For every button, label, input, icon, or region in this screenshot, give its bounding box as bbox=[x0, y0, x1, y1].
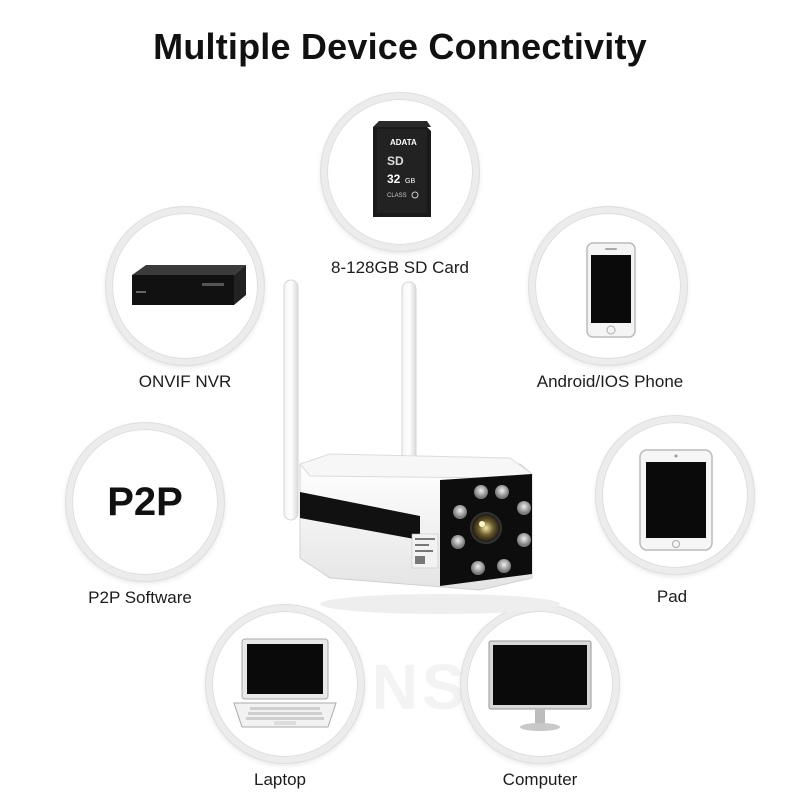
computer-label: Computer bbox=[502, 770, 578, 789]
laptop-label: Laptop bbox=[254, 770, 306, 789]
p2p-badge: P2P bbox=[107, 479, 183, 524]
phone-label: Android/IOS Phone bbox=[536, 372, 684, 391]
svg-text:ADATA: ADATA bbox=[390, 138, 417, 147]
pad-circle bbox=[596, 416, 754, 574]
camera-image bbox=[283, 279, 560, 614]
sd-card-icon: ADATA SD 32 GB CLASS bbox=[373, 121, 431, 217]
sd-card-circle: ADATA SD 32 GB CLASS bbox=[321, 93, 479, 251]
svg-text:SD: SD bbox=[387, 154, 404, 168]
page-title: Multiple Device Connectivity bbox=[153, 26, 647, 67]
nvr-circle bbox=[106, 207, 264, 365]
phone-icon bbox=[586, 242, 636, 338]
computer-circle bbox=[461, 605, 619, 763]
nvr-label: ONVIF NVR bbox=[138, 372, 232, 391]
laptop-icon bbox=[233, 638, 337, 728]
p2p-circle: P2P bbox=[66, 423, 224, 581]
laptop-circle bbox=[206, 605, 364, 763]
phone-circle bbox=[529, 207, 687, 365]
p2p-label: P2P Software bbox=[88, 588, 192, 607]
tablet-icon bbox=[639, 449, 713, 551]
pad-label: Pad bbox=[656, 587, 688, 606]
sd-card-label: 8-128GB SD Card bbox=[331, 258, 469, 277]
svg-text:CLASS: CLASS bbox=[387, 193, 407, 199]
nvr-icon bbox=[132, 265, 246, 305]
svg-text:GB: GB bbox=[405, 178, 415, 185]
svg-text:32: 32 bbox=[387, 172, 401, 186]
monitor-icon bbox=[488, 640, 592, 731]
